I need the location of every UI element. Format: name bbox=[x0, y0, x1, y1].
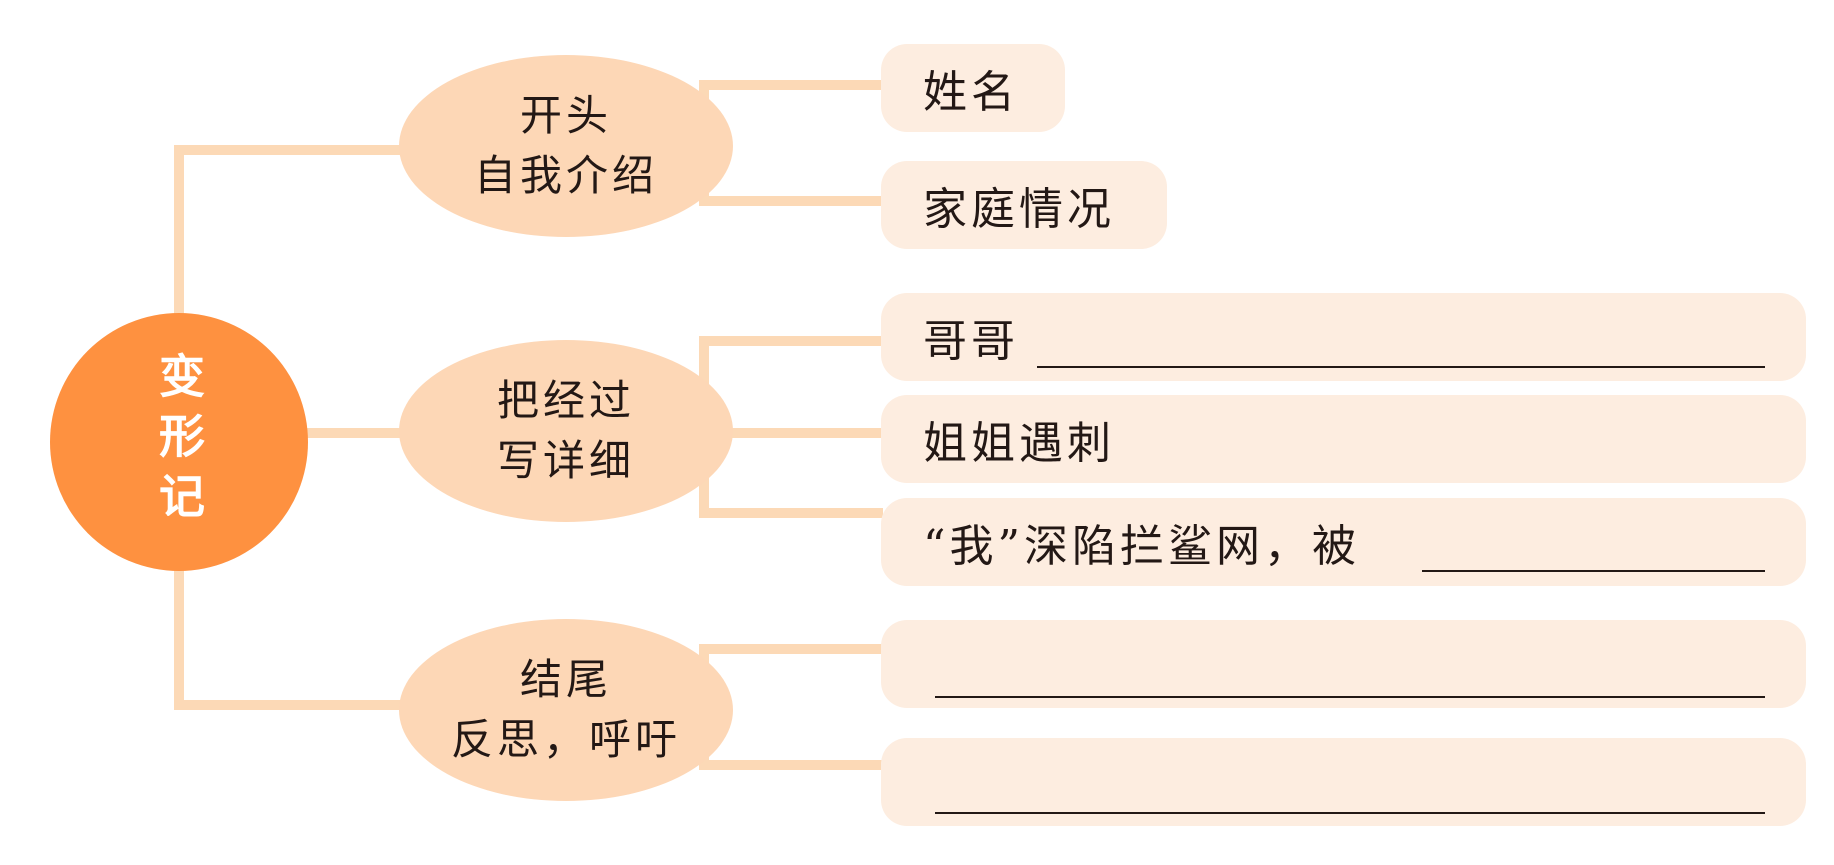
connector-to-branch-3 bbox=[174, 700, 404, 710]
leaf-text: 家庭情况 bbox=[923, 184, 1115, 235]
connector-leaf-7 bbox=[699, 760, 883, 770]
branch-label-line2: 反思，呼吁 bbox=[450, 715, 681, 764]
leaf-text: 姓名 bbox=[923, 67, 1019, 118]
fill-blank-brother[interactable] bbox=[1037, 366, 1765, 368]
leaf-box-name: 姓名 bbox=[881, 44, 1065, 132]
connector-leaf-3 bbox=[699, 336, 883, 346]
fill-blank-shark-net[interactable] bbox=[1422, 570, 1765, 572]
branch-node-ending: 结尾 反思，呼吁 bbox=[399, 619, 733, 801]
connector-leaf-5 bbox=[699, 508, 883, 518]
connector-leaf-1 bbox=[699, 80, 883, 90]
leaf-text: 哥哥 bbox=[923, 316, 1019, 367]
branch-node-middle: 把经过 写详细 bbox=[399, 340, 733, 522]
leaf-box-family: 家庭情况 bbox=[881, 161, 1167, 249]
leaf-box-blank-1 bbox=[881, 620, 1806, 708]
connector-root-down bbox=[174, 568, 184, 710]
root-label: 变形记 bbox=[152, 352, 206, 532]
connector-leaf-6 bbox=[699, 644, 883, 654]
leaf-text: 姐姐遇刺 bbox=[923, 418, 1115, 469]
branch-label-line1: 把经过 bbox=[496, 376, 635, 425]
branch-label-line1: 开头 bbox=[519, 91, 612, 140]
connector-to-branch-2 bbox=[300, 428, 404, 438]
root-node: 变形记 bbox=[50, 313, 308, 571]
fill-blank-ending-1[interactable] bbox=[935, 696, 1765, 698]
connector-to-branch-1 bbox=[174, 145, 404, 155]
fill-blank-ending-2[interactable] bbox=[935, 812, 1765, 814]
branch-label-line2: 写详细 bbox=[496, 436, 635, 485]
connector-leaf-2 bbox=[699, 196, 883, 206]
connector-leaf-4 bbox=[699, 428, 883, 438]
leaf-text: “我”深陷拦鲨网，被 bbox=[923, 521, 1360, 572]
branch-label-line1: 结尾 bbox=[519, 655, 612, 704]
leaf-box-blank-2 bbox=[881, 738, 1806, 826]
leaf-box-shark-net: “我”深陷拦鲨网，被 bbox=[881, 498, 1806, 586]
branch-node-beginning: 开头 自我介绍 bbox=[399, 55, 733, 237]
connector-root-up bbox=[174, 145, 184, 315]
leaf-box-sister: 姐姐遇刺 bbox=[881, 395, 1806, 483]
branch-label-line2: 自我介绍 bbox=[473, 151, 658, 200]
